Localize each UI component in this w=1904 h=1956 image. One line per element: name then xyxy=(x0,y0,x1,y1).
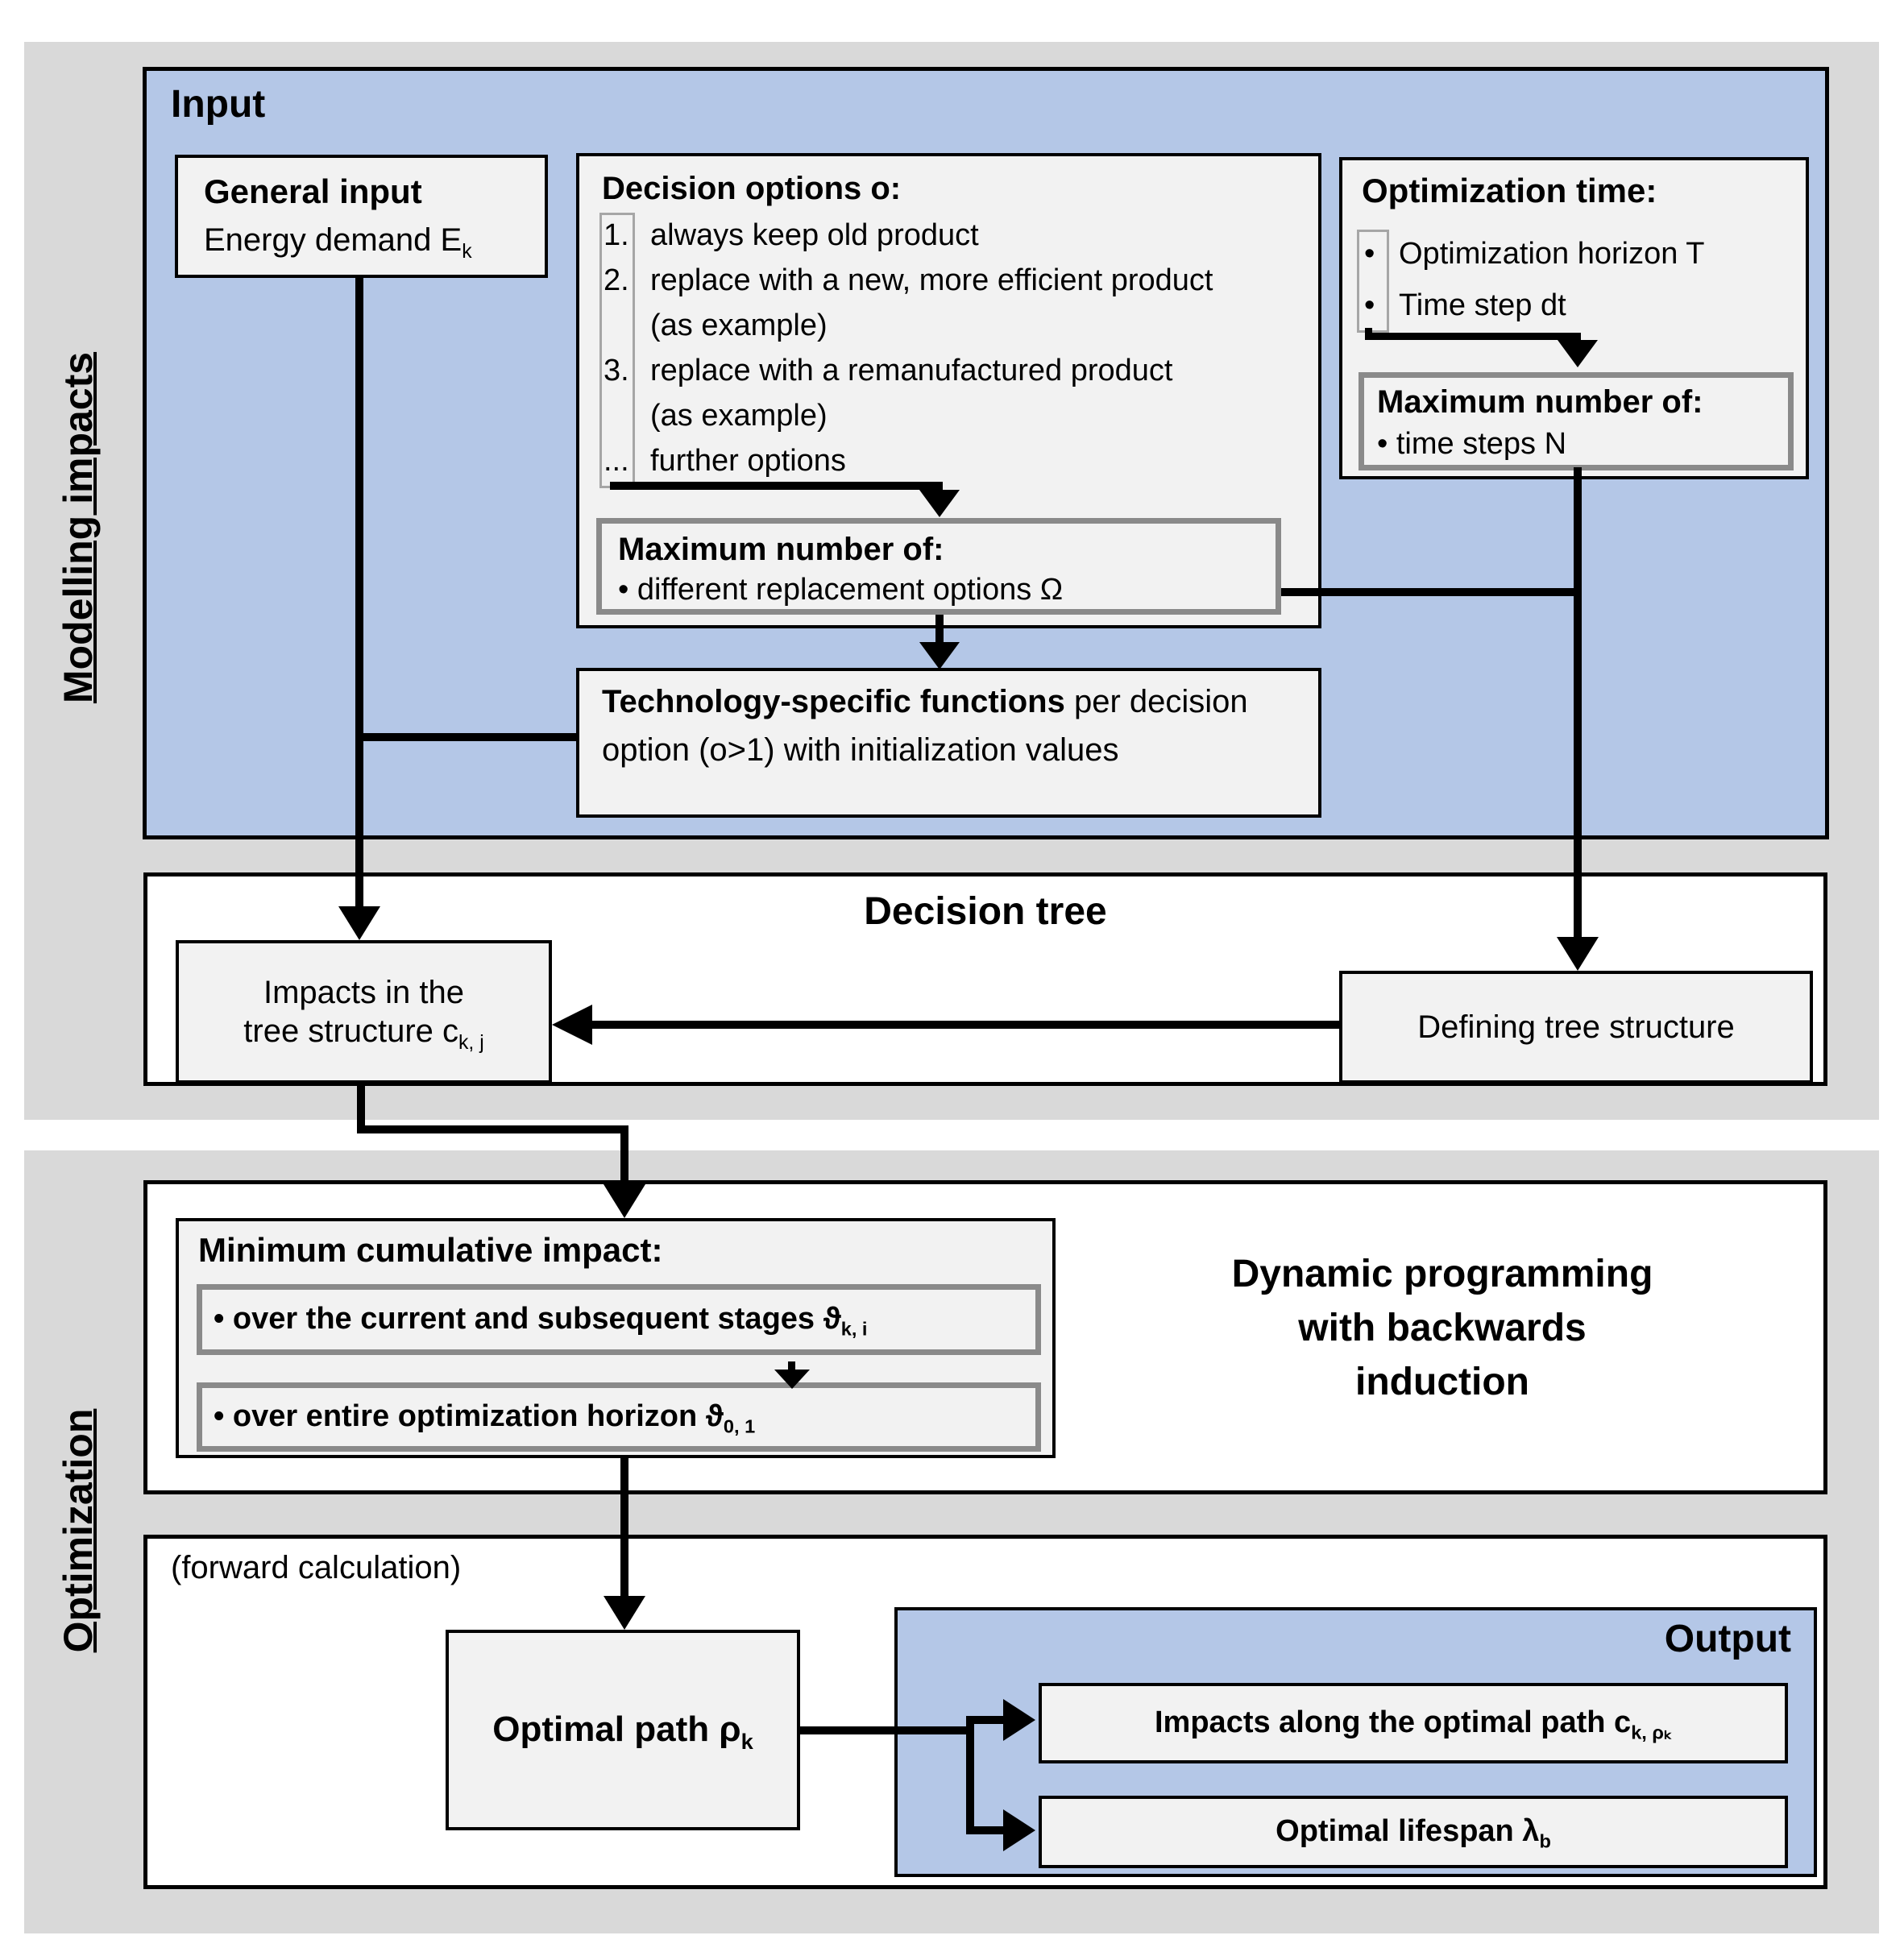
output-title: Output xyxy=(1664,1618,1791,1660)
max-replacement-options-box: Maximum number of: • different replaceme… xyxy=(596,518,1281,615)
optimal-lifespan-box: Optimal lifespan λb xyxy=(1039,1796,1788,1868)
arrowhead-into-technology xyxy=(919,642,960,669)
impacts-optimal-path-label: Impacts along the optimal path ck, ρₖ xyxy=(1155,1705,1672,1743)
optimization-time-box: Optimization time: • Optimization horizo… xyxy=(1339,157,1809,479)
decision-row-text: (as example) xyxy=(650,399,828,433)
decision-tree-title: Decision tree xyxy=(864,890,1107,933)
decision-options-title: Decision options o: xyxy=(602,171,902,206)
connector-max-to-technology xyxy=(935,615,944,642)
general-input-title: General input xyxy=(204,172,422,210)
impacts-line1: Impacts in the xyxy=(263,975,464,1010)
decision-row-text: always keep old product xyxy=(650,218,979,252)
connector-impacts-elbow-h xyxy=(357,1125,628,1133)
max-replacement-bullet: • different replacement options Ω xyxy=(618,573,1064,607)
arrowhead-into-impacts-box xyxy=(338,906,380,940)
forward-calculation-note: (forward calculation) xyxy=(171,1550,462,1585)
decision-row-marker: 1. xyxy=(604,218,629,252)
general-input-body: Energy demand Ek xyxy=(204,222,472,263)
minimum-cumulative-impact-title: Minimum cumulative impact: xyxy=(198,1231,663,1269)
connector-options-to-max xyxy=(610,482,943,490)
connector-bullets-right xyxy=(1365,333,1581,340)
connector-general-to-technology xyxy=(355,733,576,741)
defining-tree-structure-box: Defining tree structure xyxy=(1339,971,1813,1084)
connector-general-input-down xyxy=(355,278,363,906)
time-step-bullet: Time step dt xyxy=(1399,288,1566,322)
dp-label-line3: induction xyxy=(1355,1361,1529,1403)
arrowhead-into-optimal-path xyxy=(604,1596,645,1630)
optimal-path-box: Optimal path ρk xyxy=(446,1630,800,1830)
bullet-glyph: • xyxy=(1364,288,1375,322)
technology-functions-box: Technology-specific functions per decisi… xyxy=(576,668,1321,818)
connector-trunk-down xyxy=(1574,467,1582,937)
decision-row-text: further options xyxy=(650,444,846,478)
optimization-time-bullet-frame xyxy=(1357,230,1389,333)
optimization-side-label: Optimization xyxy=(56,1408,101,1653)
input-panel-title: Input xyxy=(171,83,266,126)
connector-impacts-elbow-v1 xyxy=(357,1084,365,1133)
connector-bracket-bottom-stub xyxy=(966,1826,1005,1834)
max-replacement-title: Maximum number of: xyxy=(618,532,944,567)
arrowhead-into-horizon-box xyxy=(774,1370,810,1389)
impacts-optimal-path-box: Impacts along the optimal path ck, ρₖ xyxy=(1039,1683,1788,1763)
max-time-steps-bullet: • time steps N xyxy=(1377,427,1567,461)
connector-impacts-elbow-v2 xyxy=(620,1125,628,1186)
arrowhead-into-min-impact xyxy=(604,1184,645,1218)
output-blue-panel: Output Impacts along the optimal path ck… xyxy=(894,1607,1817,1877)
decision-row-marker: ... xyxy=(604,444,629,478)
bullet-glyph: • xyxy=(1364,237,1375,271)
horizon-impact-box: • over entire optimization horizon ϑ0, 1 xyxy=(197,1382,1041,1452)
arrowhead-into-impacts-output xyxy=(1003,1699,1035,1741)
general-input-box: General input Energy demand Ek xyxy=(175,155,548,278)
technology-functions-bold: Technology-specific functions xyxy=(602,684,1065,719)
technology-functions-rest: per decision option (o>1) with initializ… xyxy=(602,684,1248,768)
impacts-line2: tree structure ck, j xyxy=(243,1013,484,1054)
dp-label-line1: Dynamic programming xyxy=(1231,1253,1653,1295)
horizon-impact-text: • over entire optimization horizon ϑ0, 1 xyxy=(214,1399,756,1437)
optimal-path-label: Optimal path ρk xyxy=(492,1709,753,1755)
arrowhead-left-into-impacts xyxy=(552,1005,592,1045)
dp-label-line2: with backwards xyxy=(1298,1307,1587,1349)
impacts-tree-structure-box: Impacts in the tree structure ck, j xyxy=(176,940,552,1084)
connector-stages-to-horizon xyxy=(788,1361,795,1373)
arrowhead-into-max-steps xyxy=(1558,340,1598,367)
modelling-impacts-side-label: Modelling impacts xyxy=(56,351,101,704)
optimization-horizon-bullet: Optimization horizon T xyxy=(1399,237,1705,271)
connector-bracket-vertical xyxy=(966,1716,974,1834)
decision-row-text: (as example) xyxy=(650,309,828,342)
stages-impact-text: • over the current and subsequent stages… xyxy=(214,1302,868,1340)
connector-max-to-trunk xyxy=(1281,588,1581,596)
connector-bracket-top-stub xyxy=(966,1716,1005,1724)
stages-impact-box: • over the current and subsequent stages… xyxy=(197,1284,1041,1355)
arrowhead-into-defining-box xyxy=(1557,937,1599,971)
minimum-cumulative-impact-box: Minimum cumulative impact: • over the cu… xyxy=(176,1218,1056,1458)
arrowhead-into-lifespan-output xyxy=(1003,1809,1035,1851)
optimal-lifespan-label: Optimal lifespan λb xyxy=(1276,1814,1551,1852)
max-time-steps-title: Maximum number of: xyxy=(1377,384,1703,420)
arrowhead-into-max-replacement xyxy=(919,490,960,517)
dynamic-programming-label: Dynamic programming with backwards induc… xyxy=(1120,1247,1765,1409)
connector-defining-to-impacts xyxy=(592,1021,1340,1029)
decision-row-text: replace with a new, more efficient produ… xyxy=(650,263,1213,297)
connector-optimal-to-bracket xyxy=(800,1726,974,1734)
connector-min-to-optimal xyxy=(620,1457,628,1596)
defining-tree-structure-label: Defining tree structure xyxy=(1417,1009,1735,1045)
max-time-steps-box: Maximum number of: • time steps N xyxy=(1359,372,1794,470)
decision-row-text: replace with a remanufactured product xyxy=(650,354,1173,387)
optimization-time-title: Optimization time: xyxy=(1362,172,1657,209)
technology-functions-text: Technology-specific functions per decisi… xyxy=(602,678,1299,774)
decision-row-marker: 2. xyxy=(604,263,629,297)
decision-row-marker: 3. xyxy=(604,354,629,387)
